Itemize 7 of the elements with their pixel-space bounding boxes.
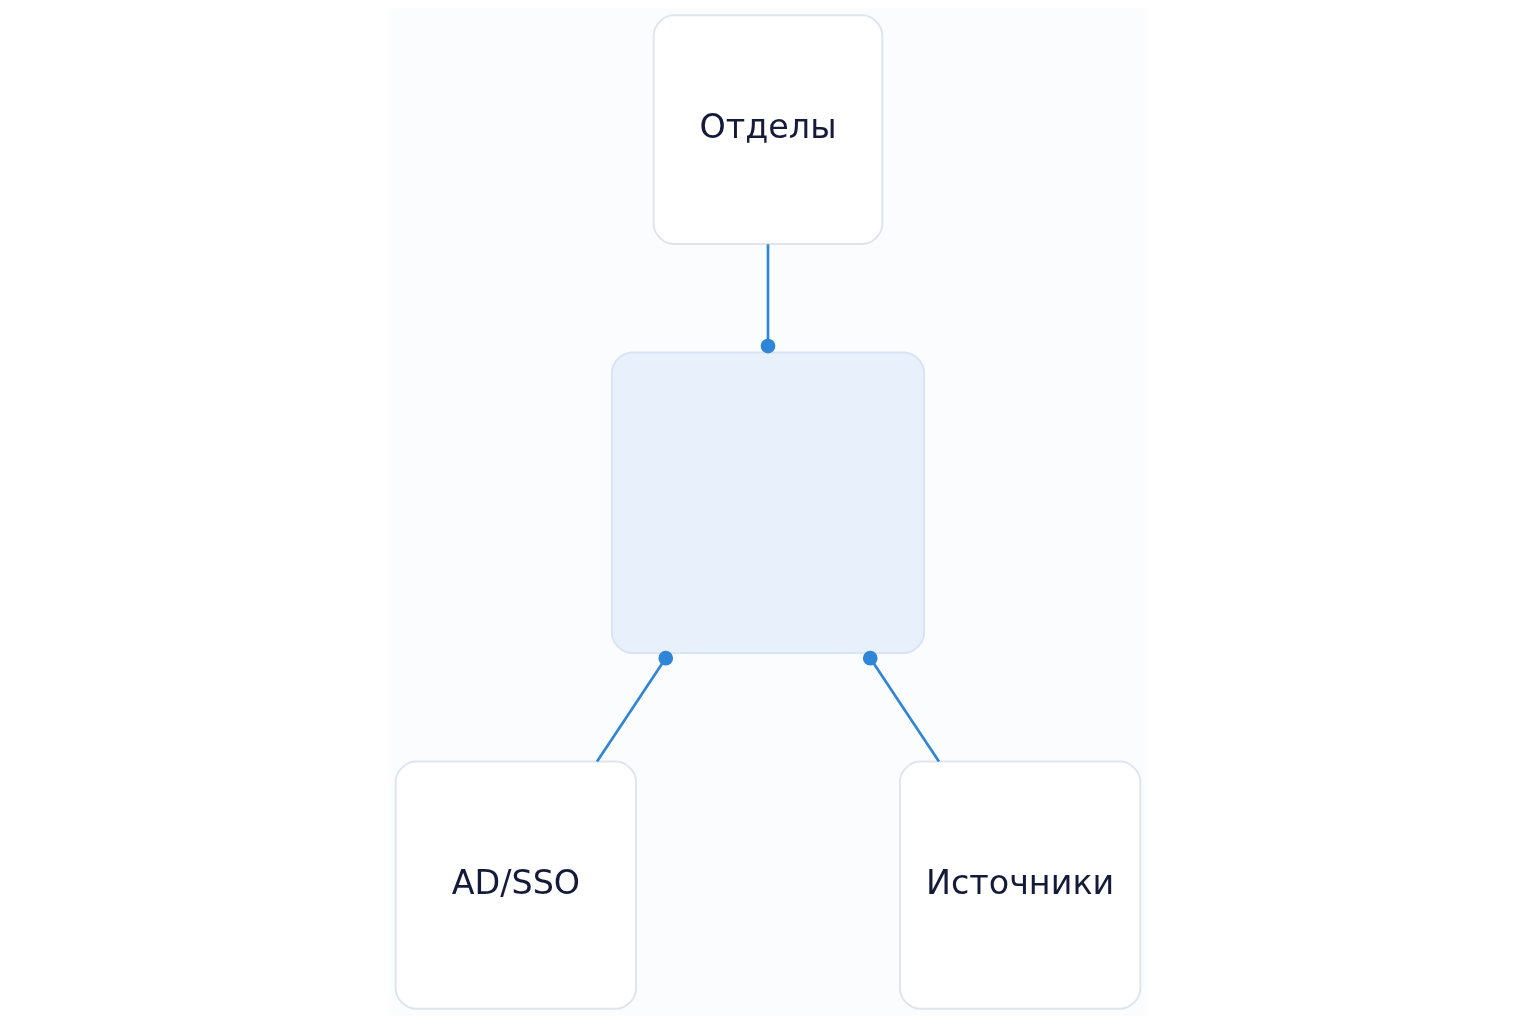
- connector: [595, 650, 674, 763]
- connector: [862, 650, 941, 763]
- node-box: [610, 351, 926, 655]
- node-box: Отделы: [652, 14, 884, 246]
- node-box: AD/SSO: [394, 760, 638, 1010]
- node-box: Источники: [898, 760, 1142, 1010]
- connector: [760, 244, 776, 354]
